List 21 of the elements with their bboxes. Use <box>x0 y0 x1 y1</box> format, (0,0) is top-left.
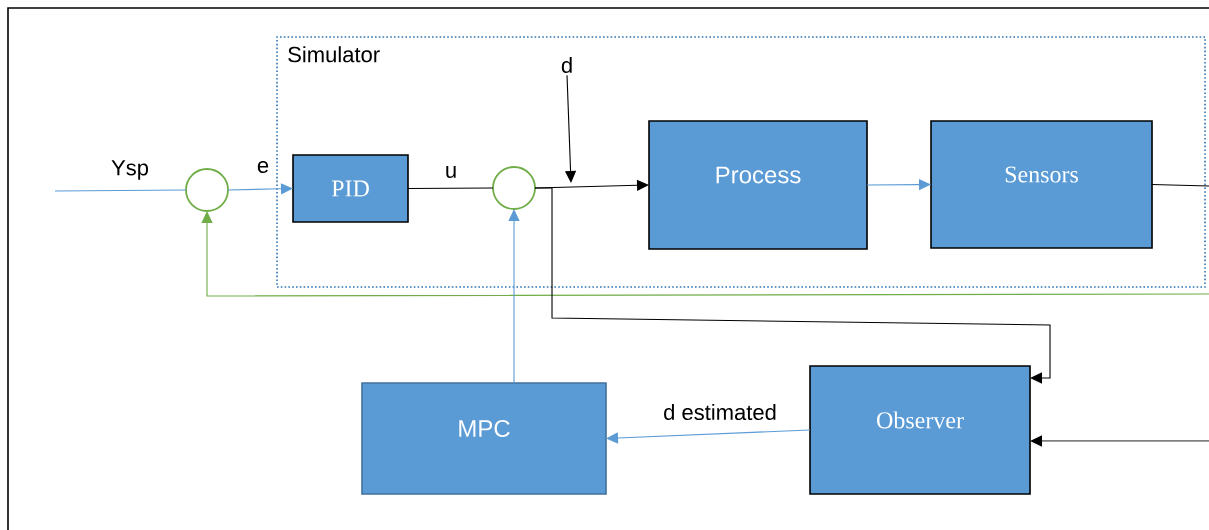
edge-label: d estimated <box>662 402 778 422</box>
process-box: Process <box>648 120 868 250</box>
connector-line <box>407 187 494 190</box>
arrow <box>227 183 293 195</box>
arrow <box>508 209 520 384</box>
edge-label: e <box>255 160 271 175</box>
arrow <box>534 187 1051 384</box>
connector-line <box>54 189 187 192</box>
controller-box: PID <box>292 154 409 223</box>
connector-line <box>1151 183 1209 187</box>
summing-junction <box>492 166 536 210</box>
sensor-box: Sensors <box>930 120 1153 249</box>
arrow <box>606 429 811 444</box>
arrow <box>201 211 1209 297</box>
edge-label: u <box>443 165 459 179</box>
edge-label: Ysp <box>110 159 150 181</box>
observer-box: Observer <box>809 365 1031 495</box>
summing-junction <box>185 168 229 212</box>
arrow <box>1030 435 1209 447</box>
controller-box: MPC <box>361 382 607 495</box>
signal-label: d <box>561 56 572 74</box>
